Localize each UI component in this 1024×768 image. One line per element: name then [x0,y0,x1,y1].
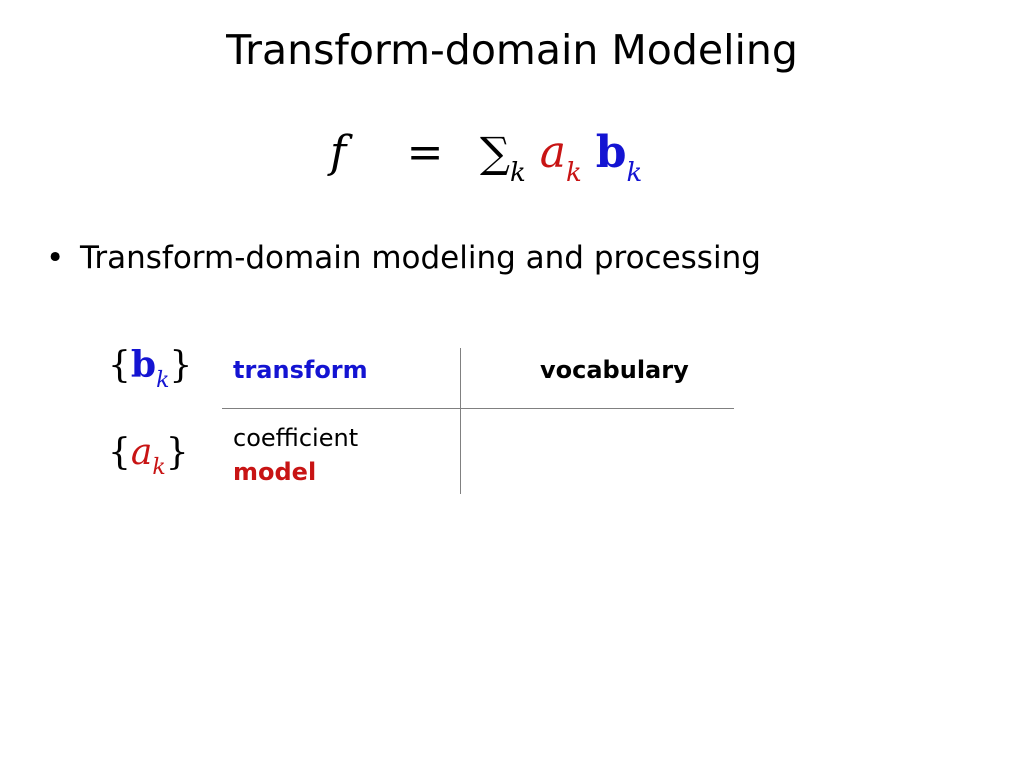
basis-set-symbol: b [130,344,157,386]
basis-set-index: k [156,368,170,393]
table-vertical-rule [460,348,461,494]
formula-coefficient-index: k [565,158,582,188]
cell-coefficient: coefficient [233,424,359,452]
synthesis-formula: f=∑k ak bk [330,118,690,188]
basis-set-close-brace: } [169,345,193,386]
bullet-dot-icon: • [46,240,65,276]
coefficient-set-symbol: a [130,432,153,473]
coefficient-set-label: {ak} [108,428,189,483]
bullet-list: • Transform-domain modeling and processin… [46,238,761,278]
slide-title: Transform-domain Modeling [226,26,798,74]
sum-symbol: ∑ [480,128,510,177]
basis-set-label: {bk} [108,340,192,396]
table-horizontal-rule [222,408,734,409]
cell-transform: transform [233,356,368,384]
cell-model: model [233,458,317,486]
modeling-table: transform vocabulary coefficient model [222,348,734,494]
formula-basis-index: k [626,158,643,188]
formula-equals: = [406,127,444,178]
cell-vocabulary: vocabulary [540,356,689,384]
formula-lhs: f [330,127,347,178]
coefficient-set-open-brace: { [108,432,131,473]
bullet-text: Transform-domain modeling and processing [80,240,761,276]
bullet-item: • Transform-domain modeling and processin… [46,238,761,278]
sum-index: k [509,158,526,188]
coefficient-set-index: k [152,455,166,480]
formula-basis: b [595,127,627,178]
basis-set-open-brace: { [108,345,131,386]
coefficient-set-close-brace: } [165,432,189,473]
formula-coefficient: a [539,127,566,178]
